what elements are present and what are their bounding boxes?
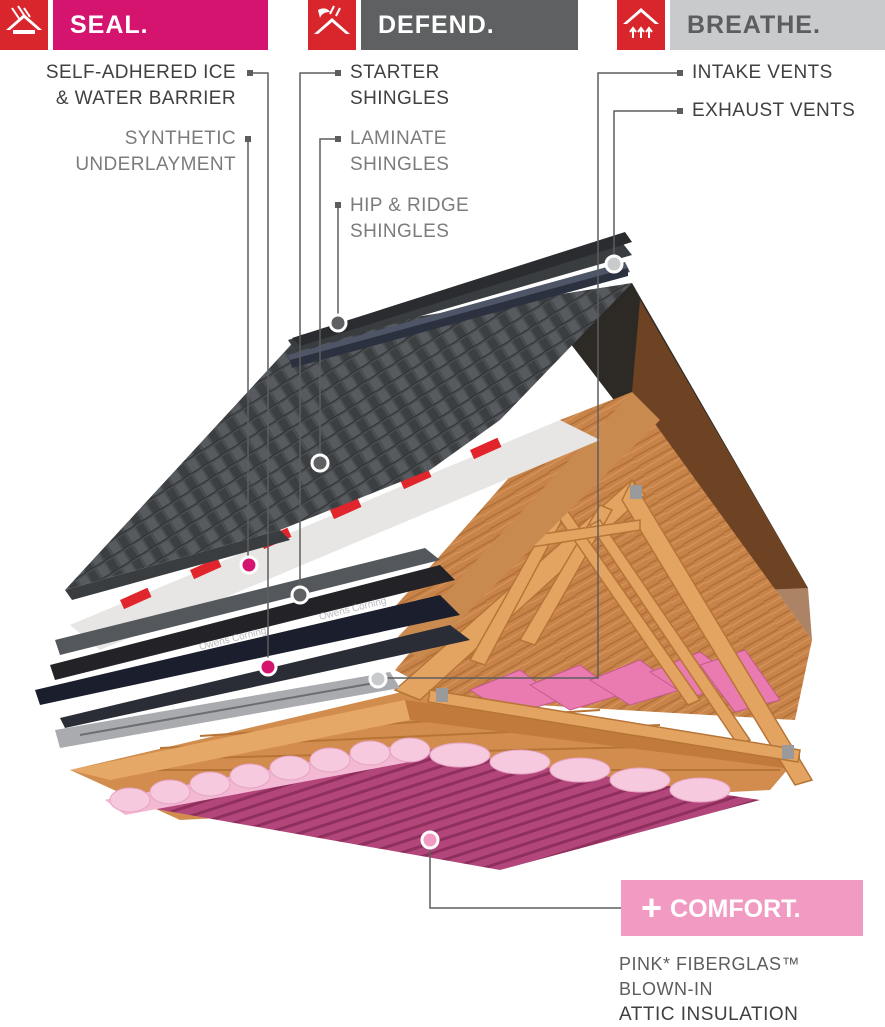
insulation-label-line1: PINK* FIBERGLAS™ xyxy=(619,954,801,974)
hip-ridge-dot xyxy=(328,313,348,333)
ice-water-dot xyxy=(239,555,259,575)
insulation-dot xyxy=(420,830,440,850)
starter-label: STARTER SHINGLES xyxy=(350,60,449,112)
exhaust-dot xyxy=(604,254,624,274)
starter-label-line1: STARTER xyxy=(350,62,440,83)
seal-header: SEAL. xyxy=(0,0,268,50)
comfort-title: COMFORT. xyxy=(670,895,801,923)
synthetic-label-line1: SYNTHETIC xyxy=(124,128,236,149)
defend-icon xyxy=(308,0,356,50)
breathe-icon xyxy=(617,0,665,50)
intake-label: INTAKE VENTS xyxy=(692,62,833,83)
breathe-header: BREATHE. xyxy=(617,0,885,50)
seal-icon xyxy=(0,0,48,50)
breathe-title: BREATHE. xyxy=(670,0,885,50)
insulation-label-line2: BLOWN-IN xyxy=(619,979,713,999)
insulation-label-line3: ATTIC INSULATION xyxy=(619,1004,799,1025)
defend-title: DEFEND. xyxy=(361,0,578,50)
intake-dot xyxy=(368,669,388,689)
hip-ridge-label-line2: SHINGLES xyxy=(350,221,450,242)
synthetic-dot xyxy=(258,657,278,677)
laminate-label-line2: SHINGLES xyxy=(350,154,450,175)
ice-water-label-line1: SELF-ADHERED ICE xyxy=(45,62,236,83)
exhaust-label: EXHAUST VENTS xyxy=(692,100,856,121)
starter-dot xyxy=(290,585,310,605)
defend-header: DEFEND. xyxy=(308,0,578,50)
ice-water-label: SELF-ADHERED ICE & WATER BARRIER xyxy=(20,60,236,112)
laminate-dot xyxy=(310,453,330,473)
plus-icon: + xyxy=(641,887,663,928)
hip-ridge-label: HIP & RIDGE SHINGLES xyxy=(350,193,469,245)
synthetic-label-line2: UNDERLAYMENT xyxy=(75,154,236,175)
ice-water-label-line2: & WATER BARRIER xyxy=(55,88,236,109)
synthetic-label: SYNTHETIC UNDERLAYMENT xyxy=(20,126,236,178)
starter-label-line2: SHINGLES xyxy=(350,88,450,109)
laminate-label: LAMINATE SHINGLES xyxy=(350,126,449,178)
insulation-label: PINK* FIBERGLAS™ BLOWN-IN ATTIC INSULATI… xyxy=(619,952,800,1027)
laminate-label-line1: LAMINATE xyxy=(350,128,447,149)
seal-title: SEAL. xyxy=(53,0,268,50)
hip-ridge-label-line1: HIP & RIDGE xyxy=(350,195,470,216)
comfort-badge: +COMFORT. xyxy=(621,880,863,936)
